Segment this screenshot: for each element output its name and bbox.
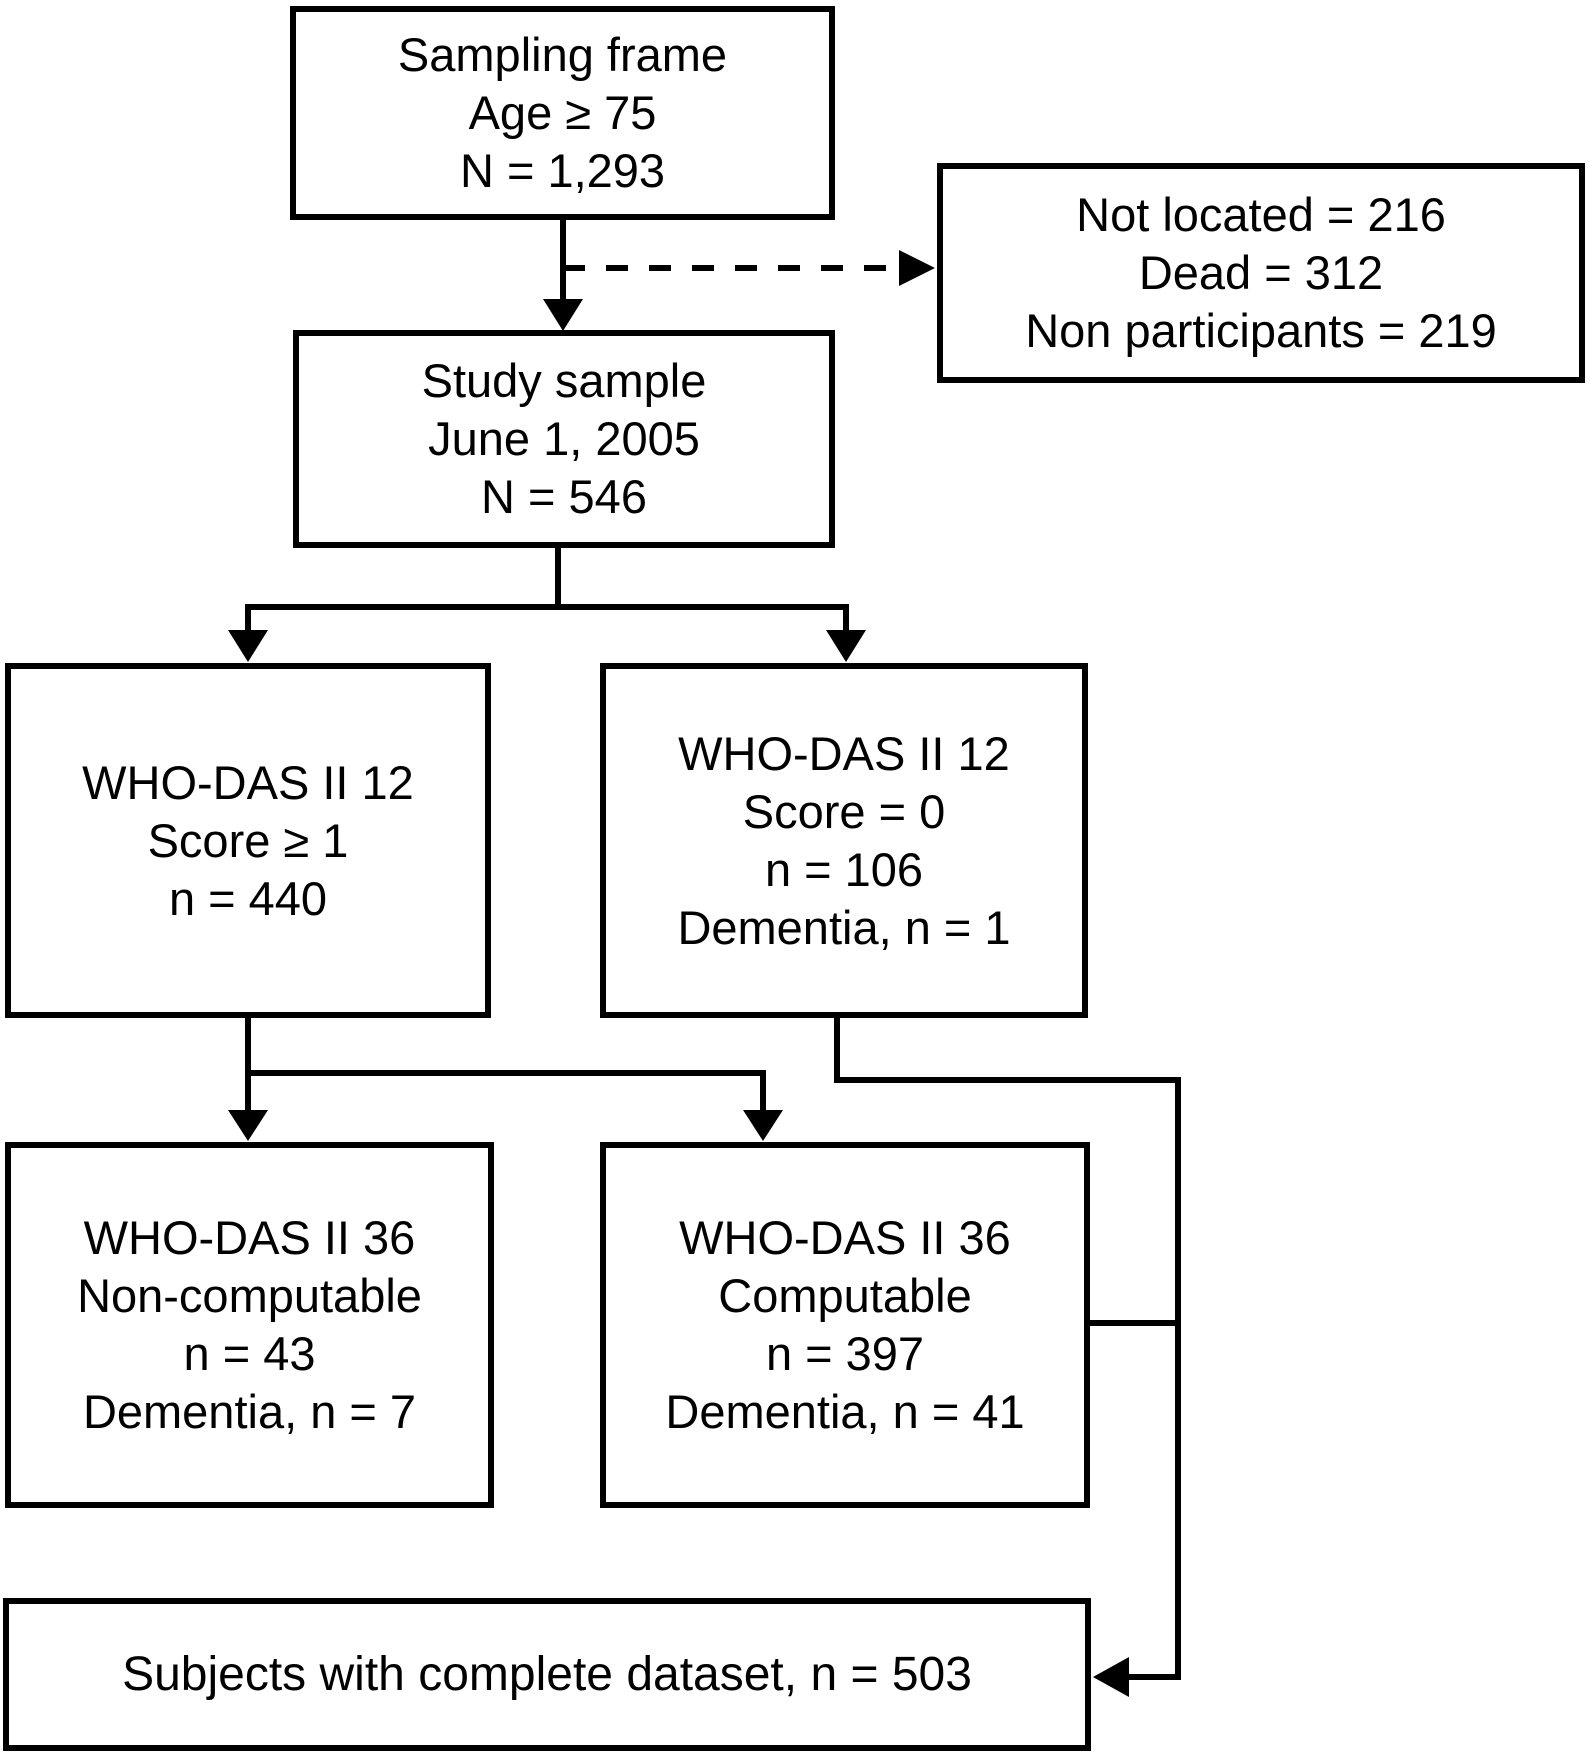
node-text-line: N = 1,293	[459, 144, 666, 197]
node-text-line: Subjects with complete dataset, n = 503	[122, 1647, 972, 1701]
node-text-line: Age ≥ 75	[468, 86, 657, 139]
node-text-line: n = 106	[764, 842, 924, 896]
node-text-line: WHO-DAS II 12	[82, 755, 414, 809]
node-text-line: Dead = 312	[1138, 246, 1384, 299]
arrowhead-into-computable	[743, 1110, 783, 1141]
arrowhead-into-completedataset	[1093, 1657, 1129, 1697]
node-text-line: n = 43	[183, 1327, 316, 1380]
node-text-line: Sampling frame	[397, 28, 728, 81]
node-text-line: June 1, 2005	[428, 412, 700, 465]
node-text-line: Not located = 216	[1076, 188, 1446, 241]
node-text-line: Study sample	[421, 354, 707, 407]
flow-node-whodas36-noncomputable: WHO-DAS II 36 Non-computable n = 43 Deme…	[5, 1142, 494, 1508]
node-text-line: Score ≥ 1	[147, 813, 349, 867]
arrowhead-into-exclusions	[899, 250, 935, 286]
flow-node-whodas12-score-eq0: WHO-DAS II 12 Score = 0 n = 106 Dementia…	[600, 663, 1088, 1018]
arrowhead-into-score-eq0	[826, 630, 866, 662]
node-text-line: Dementia, n = 7	[82, 1385, 417, 1438]
node-text-line: Dementia, n = 41	[665, 1385, 1025, 1438]
flow-node-whodas36-computable: WHO-DAS II 36 Computable n = 397 Dementi…	[600, 1142, 1090, 1508]
node-text-line: WHO-DAS II 12	[678, 726, 1010, 780]
node-text-line: n = 397	[765, 1327, 925, 1380]
node-text-line: Non participants = 219	[1025, 304, 1497, 357]
flow-node-study-sample: Study sample June 1, 2005 N = 546	[293, 330, 835, 548]
flow-node-exclusions: Not located = 216 Dead = 312 Non partici…	[937, 163, 1585, 383]
arrowhead-into-studysample	[543, 299, 583, 331]
flow-node-whodas12-score-ge1: WHO-DAS II 12 Score ≥ 1 n = 440	[5, 663, 491, 1018]
node-text-line: n = 440	[168, 871, 328, 925]
node-text-line: Non-computable	[77, 1269, 422, 1322]
node-text-line: Computable	[718, 1269, 972, 1322]
arrowhead-into-noncomputable	[228, 1110, 268, 1141]
node-text-line: N = 546	[481, 470, 647, 523]
node-text-line: Score = 0	[742, 784, 946, 838]
node-text-line: WHO-DAS II 36	[83, 1211, 416, 1264]
flow-node-complete-dataset: Subjects with complete dataset, n = 503	[3, 1598, 1091, 1751]
node-text-line: WHO-DAS II 36	[679, 1211, 1011, 1264]
arrowhead-into-score-ge1	[228, 630, 268, 662]
flow-node-sampling-frame: Sampling frame Age ≥ 75 N = 1,293	[290, 6, 835, 220]
node-text-line: Dementia, n = 1	[677, 900, 1011, 954]
